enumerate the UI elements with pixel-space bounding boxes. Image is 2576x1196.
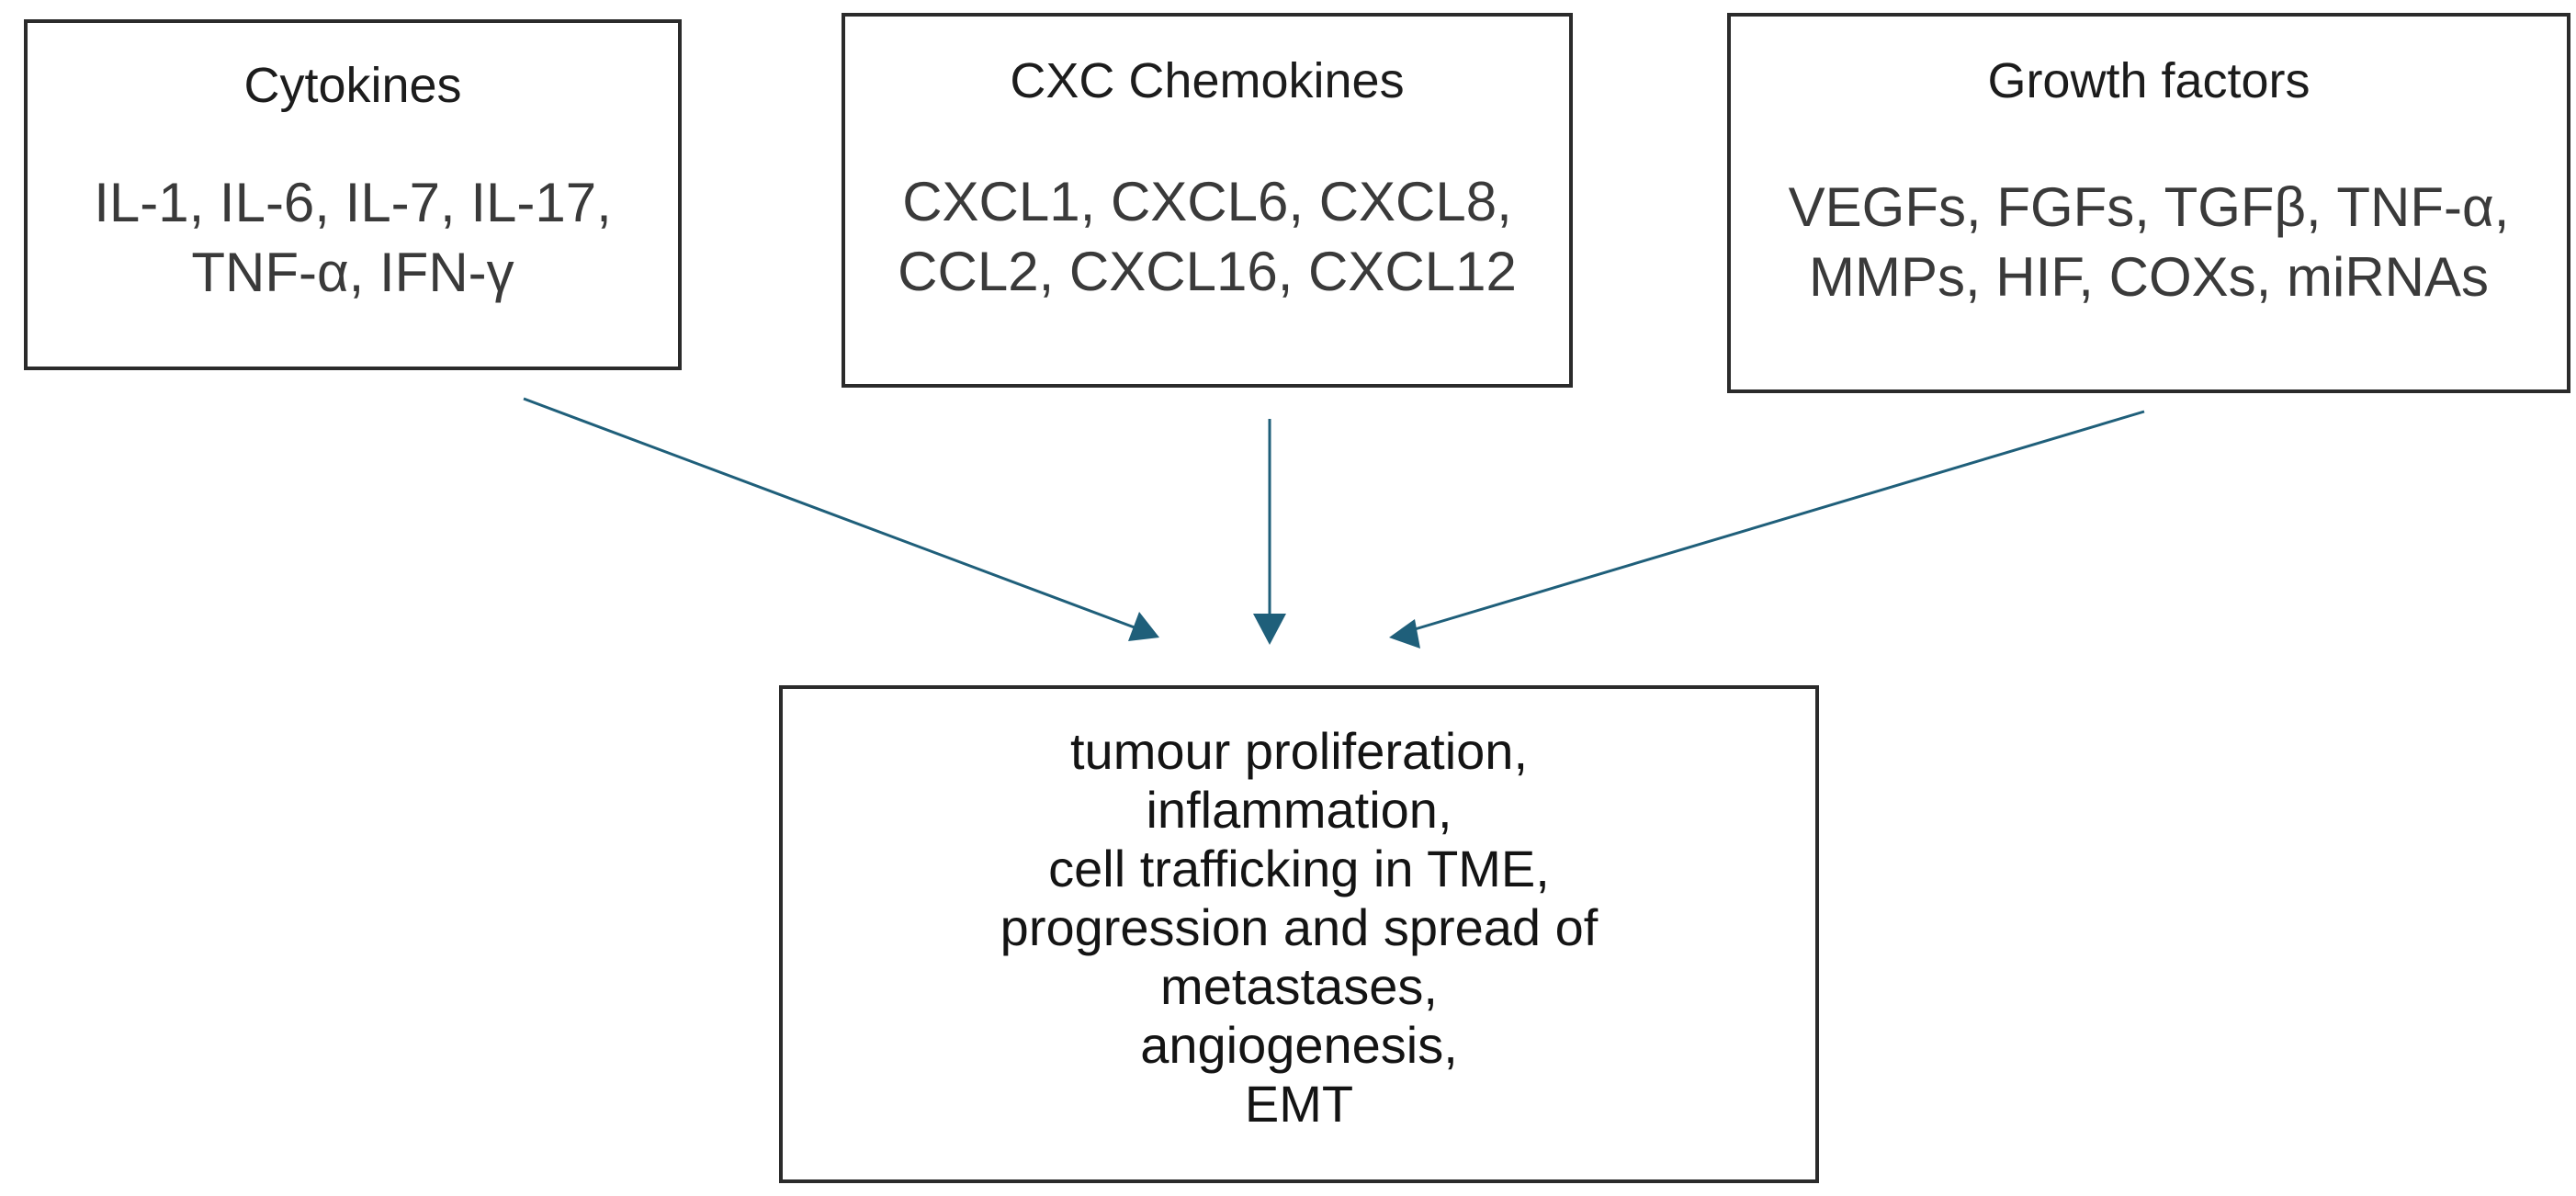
outcome-line: cell trafficking in TME, — [1048, 840, 1550, 897]
outcome-line: EMT — [1244, 1075, 1354, 1133]
arrowhead-icon — [1128, 612, 1159, 641]
cytokines-line: IL-1, IL-6, IL-7, IL-17, — [94, 172, 612, 233]
outcomes-box: tumour proliferation, inflammation, cell… — [779, 685, 1819, 1183]
outcome-line: metastases, — [1160, 957, 1438, 1015]
arrow-growth-factors-to-outcomes — [1405, 410, 2145, 634]
cytokines-title: Cytokines — [243, 58, 462, 113]
arrow-cytokines-to-outcomes — [523, 397, 1147, 634]
growth-factors-line: MMPs, HIF, COXs, miRNAs — [1808, 246, 2489, 308]
growth-factors-title: Growth factors — [1987, 53, 2310, 108]
cytokines-box: Cytokines IL-1, IL-6, IL-7, IL-17, TNF-α… — [24, 19, 682, 370]
outcome-line: angiogenesis, — [1140, 1016, 1458, 1074]
growth-factors-box: Growth factors VEGFs, FGFs, TGFβ, TNF-α,… — [1727, 13, 2570, 393]
arrowhead-icon — [1253, 614, 1286, 645]
growth-factors-line: VEGFs, FGFs, TGFβ, TNF-α, — [1788, 176, 2510, 238]
arrowhead-icon — [1389, 619, 1420, 649]
chemokines-box: CXC Chemokines CXCL1, CXCL6, CXCL8, CCL2… — [842, 13, 1573, 388]
cytokines-list: IL-1, IL-6, IL-7, IL-17, TNF-α, IFN-γ — [28, 168, 678, 308]
chemokines-title: CXC Chemokines — [1010, 53, 1405, 108]
cytokines-line: TNF-α, IFN-γ — [191, 242, 514, 303]
chemokines-list: CXCL1, CXCL6, CXCL8, CCL2, CXCL16, CXCL1… — [845, 167, 1569, 307]
outcome-line: progression and spread of — [1000, 898, 1599, 956]
chemokines-line: CXCL1, CXCL6, CXCL8, — [902, 171, 1512, 232]
growth-factors-list: VEGFs, FGFs, TGFβ, TNF-α, MMPs, HIF, COX… — [1731, 173, 2567, 312]
outcome-line: inflammation, — [1146, 781, 1452, 839]
outcomes-list: tumour proliferation, inflammation, cell… — [783, 722, 1815, 1134]
chemokines-line: CCL2, CXCL16, CXCL12 — [898, 241, 1517, 302]
outcome-line: tumour proliferation, — [1069, 722, 1528, 780]
